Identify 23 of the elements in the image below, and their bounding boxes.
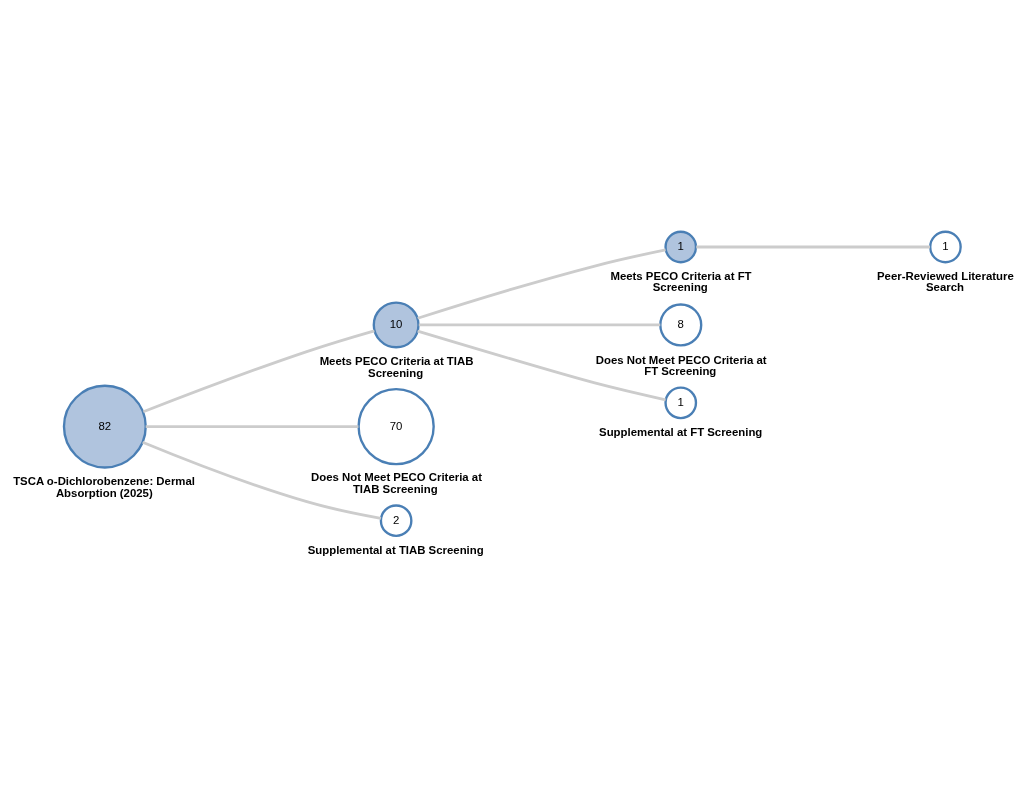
- node-circle: 10: [372, 300, 420, 348]
- node-circle: 8: [659, 302, 703, 347]
- node-label: TSCA o-Dichlorobenzene: Dermal Absorption (2025): [13, 474, 195, 499]
- connector: [418, 323, 661, 326]
- node-label: Supplemental at TIAB Screening: [307, 543, 484, 556]
- node-label: Peer-Reviewed Literature Search: [877, 269, 1014, 293]
- node-circle: 1: [664, 385, 698, 419]
- connector: [145, 424, 359, 428]
- node-circle: 2: [379, 503, 413, 537]
- node-circle: 1: [929, 230, 962, 263]
- connector: [696, 245, 931, 248]
- node-circle: 70: [357, 387, 435, 465]
- connector: [417, 247, 666, 320]
- node-label: Meets PECO Criteria at TIAB Screening: [319, 354, 474, 379]
- node-circle: 1: [664, 230, 698, 263]
- connector: [142, 328, 375, 413]
- connector: [417, 329, 666, 401]
- connector: [142, 440, 382, 520]
- node-label: Meets PECO Criteria at FT Screening: [610, 269, 752, 293]
- node-circle: 82: [62, 384, 147, 469]
- node-label: Supplemental at FT Screening: [599, 425, 763, 438]
- node-label: Does Not Meet PECO Criteria at FT Screening: [595, 353, 767, 377]
- node-label: Does Not Meet PECO Criteria at TIAB Screening: [311, 470, 482, 495]
